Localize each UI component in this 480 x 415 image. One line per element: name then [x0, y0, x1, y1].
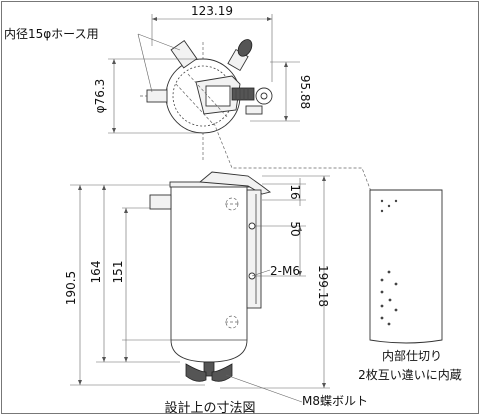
- top-view: 123.19: [4, 4, 312, 160]
- mount-bracket: [246, 189, 262, 309]
- dim-height-151: 151: [111, 261, 125, 284]
- dim-total-height: 190.5: [64, 271, 78, 305]
- label-partition-note: 2枚互い違いに内蔵: [358, 367, 462, 382]
- front-clamp: [198, 171, 272, 195]
- drawing-caption: 設計上の寸法図: [164, 400, 255, 415]
- dim-offset-16: 16: [288, 184, 302, 199]
- wing-bolt: [185, 361, 233, 382]
- cap-knob: [227, 39, 253, 72]
- dim-height-199: 199.18: [316, 265, 330, 307]
- detail-leader: [213, 122, 373, 195]
- label-partition: 内部仕切り: [382, 348, 442, 363]
- dim-top-width: 123.19: [191, 4, 233, 18]
- tank-body: [170, 185, 248, 363]
- partition-plate: [369, 189, 443, 344]
- label-hose: 内径15φホース用: [4, 27, 99, 41]
- label-mount-bolt: 2-M6: [270, 264, 300, 278]
- partition-holes: [380, 199, 398, 326]
- side-fitting: [146, 89, 168, 103]
- dim-pitch-50: 50: [288, 221, 302, 236]
- dim-diameter: φ76.3: [93, 79, 107, 114]
- front-view: 190.5 164 151 199.18 16: [64, 171, 368, 408]
- front-side-fitting: [149, 194, 172, 210]
- partition-detail: 内部仕切り 2枚互い違いに内蔵: [358, 189, 462, 382]
- label-wing-bolt: M8蝶ボルト: [302, 393, 368, 408]
- dim-height-164: 164: [89, 261, 103, 284]
- dim-depth: 95.88: [298, 75, 312, 109]
- clamp-latch: [195, 75, 273, 115]
